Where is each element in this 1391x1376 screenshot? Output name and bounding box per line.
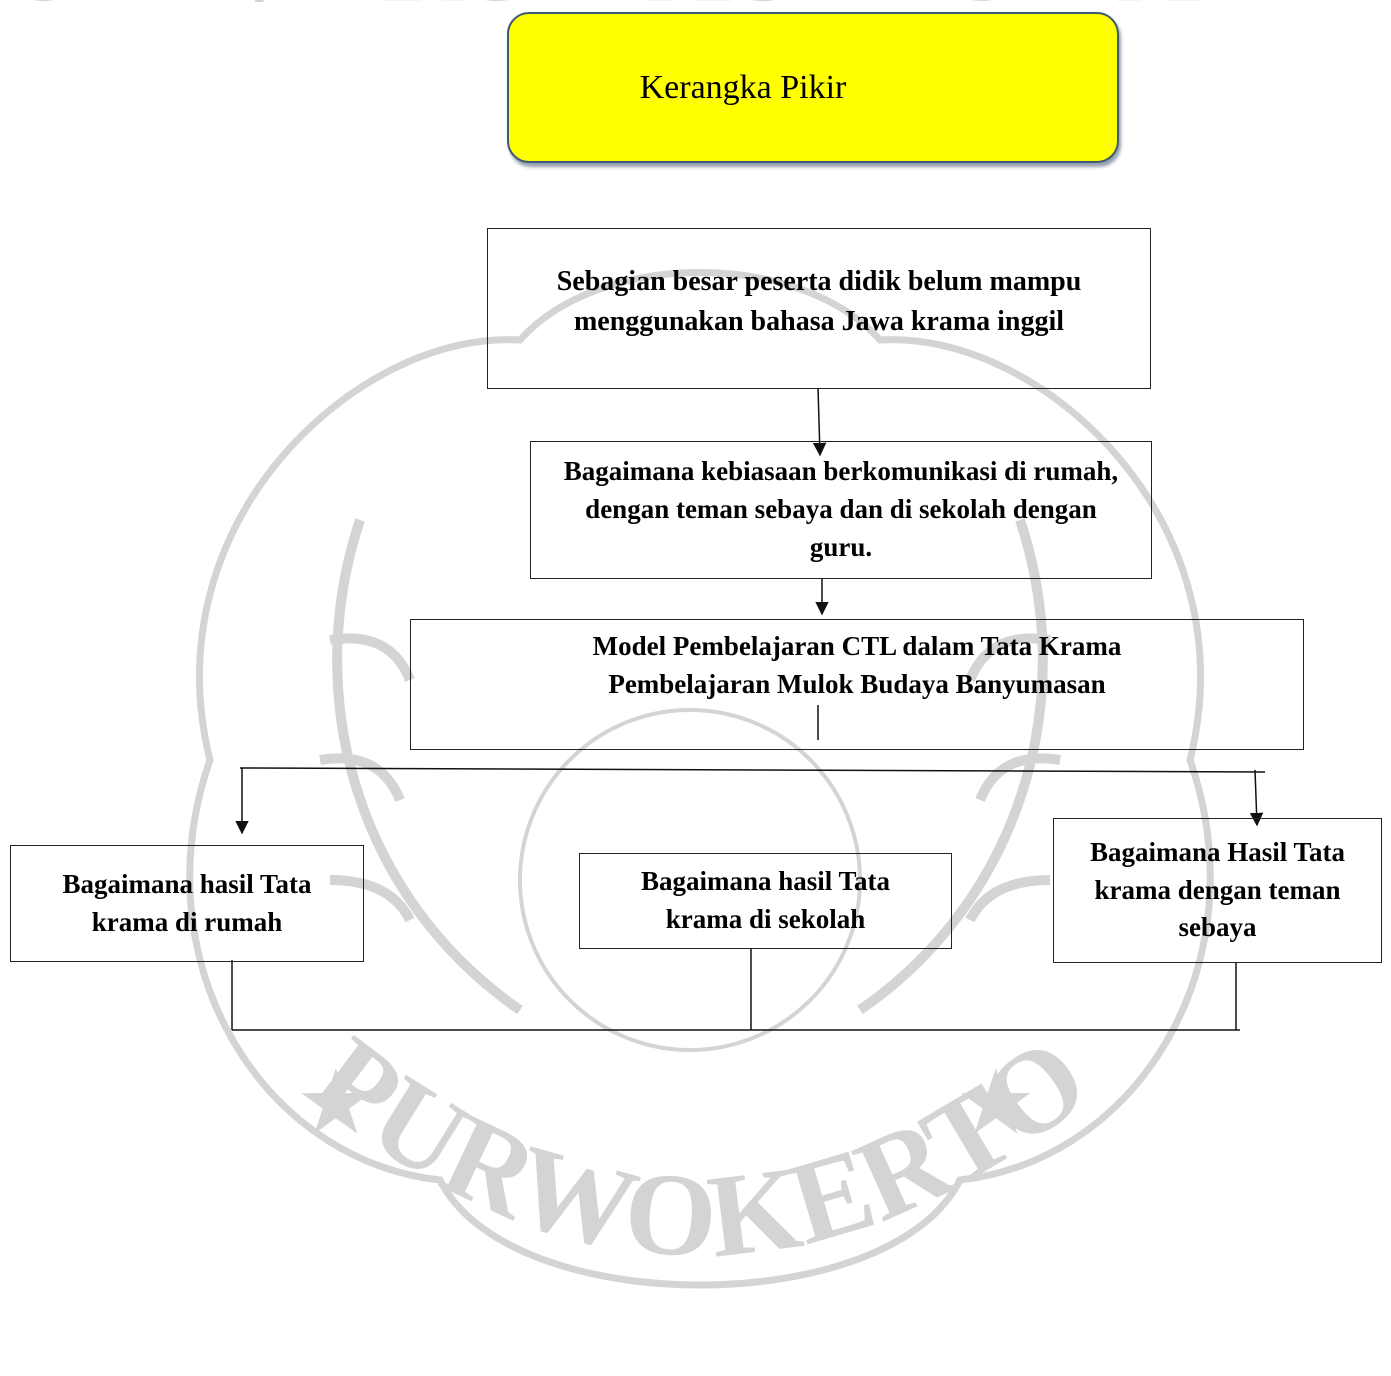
arrow-problem-to-question <box>812 387 827 457</box>
problem-text: Sebagian besar peserta didik belum mampu… <box>556 266 1082 337</box>
seal-outline <box>186 269 1214 1289</box>
seal-right-wreath <box>857 518 1061 1015</box>
outcome-home-box: Bagaimana hasil Tata krama di rumah <box>10 845 364 962</box>
title-box: Kerangka Pikir <box>507 12 1119 163</box>
problem-box: Sebagian besar peserta didik belum mampu… <box>487 228 1151 389</box>
outcome-home-text: Bagaimana hasil Tata krama di rumah <box>62 868 312 937</box>
outcome-school-box: Bagaimana hasil Tata krama di sekolah <box>579 853 952 949</box>
outcome-peers-text: Bagaimana Hasil Tata krama dengan teman … <box>1089 836 1346 943</box>
seal-left-wreath <box>319 518 523 1015</box>
question-text: Bagaimana kebiasaan berkomunikasi di rum… <box>563 456 1119 562</box>
model-box: Model Pembelajaran CTL dalam Tata Krama … <box>410 619 1304 750</box>
branch-horizontal-line <box>239 767 1266 773</box>
outcome-peers-box: Bagaimana Hasil Tata krama dengan teman … <box>1053 818 1382 963</box>
outcome-school-text: Bagaimana hasil Tata krama di sekolah <box>640 866 891 934</box>
seal-sun-ring <box>518 708 862 1052</box>
question-box: Bagaimana kebiasaan berkomunikasi di rum… <box>530 441 1152 579</box>
seal-star-right-icon: ★ <box>960 1060 1032 1148</box>
arrow-to-peers <box>1249 769 1264 827</box>
diagram-title: Kerangka Pikir <box>639 68 847 106</box>
seal-star-left-icon: ★ <box>300 1060 372 1148</box>
model-text: Model Pembelajaran CTL dalam Tata Krama … <box>592 630 1122 699</box>
